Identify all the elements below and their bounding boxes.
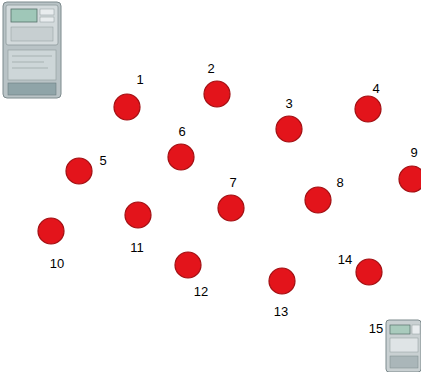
callout-number: 14 — [338, 253, 352, 266]
meter-small — [386, 320, 421, 372]
node-circle — [356, 259, 382, 285]
callout-number: 15 — [369, 322, 383, 335]
callout-number: 9 — [410, 146, 417, 159]
callout-number: 3 — [285, 97, 292, 110]
callout-number: 10 — [50, 257, 64, 270]
node-circles — [38, 81, 421, 294]
node-circle — [218, 195, 244, 221]
node-circle — [355, 96, 381, 122]
node-circle — [276, 116, 302, 142]
callout-number: 1 — [136, 73, 143, 86]
callout-number: 12 — [194, 285, 208, 298]
node-circle — [204, 81, 230, 107]
node-circle — [125, 202, 151, 228]
node-circle — [175, 252, 201, 278]
node-circle — [66, 158, 92, 184]
callout-number: 13 — [274, 305, 288, 318]
node-circle — [269, 268, 295, 294]
callout-number: 4 — [372, 82, 379, 95]
callout-number: 2 — [207, 62, 214, 75]
node-circle — [114, 94, 140, 120]
callout-number: 7 — [229, 176, 236, 189]
node-circle — [38, 218, 64, 244]
callout-number: 8 — [336, 176, 343, 189]
node-circle — [399, 166, 421, 192]
meter-large — [3, 2, 61, 98]
node-circle — [168, 144, 194, 170]
callout-number: 5 — [99, 154, 106, 167]
callout-number: 11 — [130, 241, 144, 254]
callout-number: 6 — [178, 125, 185, 138]
node-circle — [305, 187, 331, 213]
